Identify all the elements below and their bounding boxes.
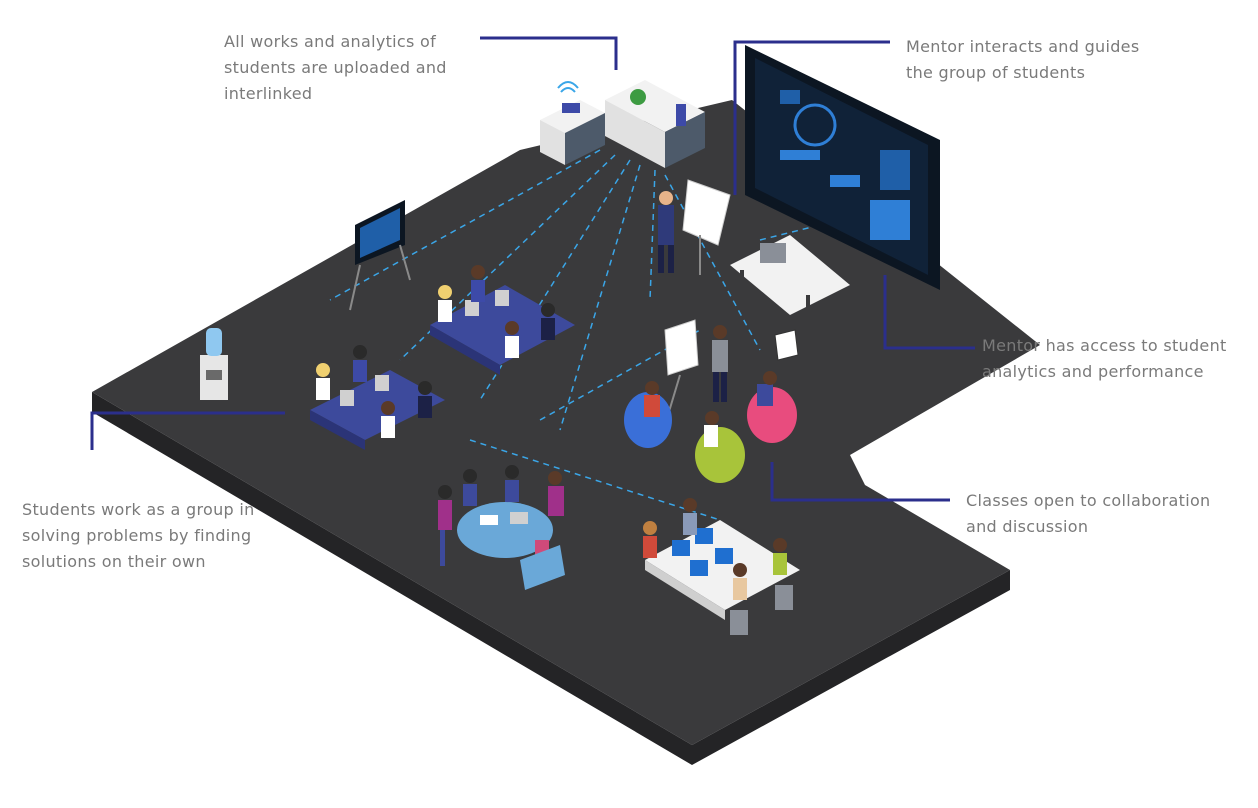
flip-chart-mentor (658, 179, 731, 275)
mentor-desk (730, 235, 850, 330)
callout-group-work: Students work as a group in solving prob… (22, 500, 255, 571)
callout-connectors (90, 36, 975, 502)
round-table-group (438, 465, 565, 590)
computer-desk-group (643, 498, 800, 635)
server-cabinets (540, 80, 705, 168)
wall-screen (745, 45, 940, 290)
callout-collaboration: Classes open to collaboration and discus… (966, 491, 1211, 536)
network-lines (329, 149, 841, 521)
callout-mentor-analytics: Mentor has access to student analytics a… (982, 336, 1227, 381)
workstation-group-2 (310, 345, 445, 450)
stand-screen (349, 200, 411, 311)
beanbag-area (624, 319, 799, 483)
workstation-group-1 (430, 265, 575, 375)
water-cooler (200, 328, 228, 400)
callout-uploaded-analytics: All works and analytics of students are … (224, 32, 447, 103)
callout-mentor-guides: Mentor interacts and guides the group of… (906, 37, 1140, 82)
